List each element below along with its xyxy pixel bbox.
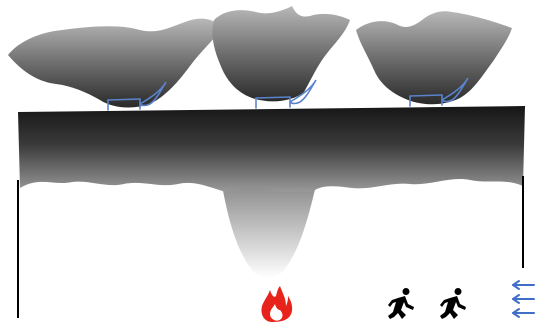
airflow-arrow-1 (513, 281, 534, 289)
fire-icon (261, 286, 292, 322)
roof-smoke-cloud-3 (356, 11, 512, 104)
airflow-arrow-2 (513, 295, 534, 303)
running-person-icon (440, 288, 466, 319)
airflow-arrow-3 (513, 309, 534, 317)
running-person-icon (388, 288, 414, 319)
roof-smoke-cloud-2 (212, 6, 350, 101)
smoke-plume (222, 185, 316, 278)
roof-smoke-cloud-1 (8, 19, 222, 108)
ceiling-smoke-layer (18, 106, 525, 192)
